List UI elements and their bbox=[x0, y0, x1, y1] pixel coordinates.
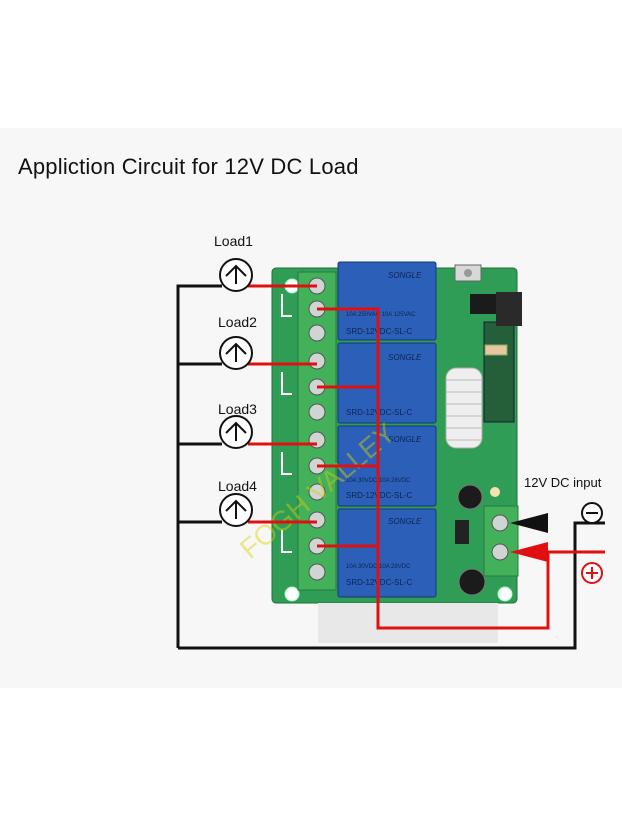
push-button-cap bbox=[464, 269, 472, 277]
mounting-hole bbox=[284, 586, 300, 602]
page-title: Appliction Circuit for 12V DC Load bbox=[18, 154, 359, 179]
relay-brand: SONGLE bbox=[388, 517, 422, 526]
load-label-3: Load3 bbox=[218, 401, 257, 417]
power-screw-positive bbox=[491, 543, 509, 561]
led bbox=[490, 487, 500, 497]
relay-brand: SONGLE bbox=[388, 435, 422, 444]
relay-brand: SONGLE bbox=[388, 271, 422, 280]
mounting-hole bbox=[497, 586, 513, 602]
relay-silkscreen bbox=[281, 294, 292, 553]
capacitor bbox=[457, 484, 483, 510]
relay-rating: 10A 250VAC 10A 125VAC bbox=[346, 312, 416, 318]
regulator bbox=[455, 520, 469, 544]
plus-symbol-icon bbox=[581, 562, 603, 584]
relay-4: SONGLE 10A 30VDC 10A 28VDC SRD-12VDC-SL-… bbox=[337, 508, 437, 598]
chip bbox=[496, 292, 522, 326]
bulb-icon bbox=[219, 493, 253, 527]
antenna-coil bbox=[445, 367, 483, 449]
arrow-positive bbox=[510, 542, 548, 562]
relay-2: SONGLE SRD-12VDC-SL-C bbox=[337, 342, 437, 424]
bulb-icon bbox=[219, 258, 253, 292]
capacitor bbox=[458, 568, 486, 596]
power-input-label: 12V DC input bbox=[524, 475, 602, 490]
power-screw-negative bbox=[491, 514, 509, 532]
resistor bbox=[484, 344, 508, 356]
arrow-negative bbox=[510, 513, 548, 533]
bulb-icon bbox=[219, 336, 253, 370]
relay-1: SONGLE 10A 250VAC 10A 125VAC SRD-12VDC-S… bbox=[337, 261, 437, 341]
minus-symbol-icon bbox=[581, 502, 603, 524]
board-shadow bbox=[318, 603, 498, 643]
relay-brand: SONGLE bbox=[388, 353, 422, 362]
relay-board: SONGLE 10A 250VAC 10A 125VAC SRD-12VDC-S… bbox=[271, 261, 522, 643]
load-label-4: Load4 bbox=[218, 478, 257, 494]
wires-red bbox=[248, 284, 605, 630]
bulb-icon bbox=[219, 415, 253, 449]
load-label-2: Load2 bbox=[218, 314, 257, 330]
load-label-1: Load1 bbox=[214, 233, 253, 249]
receiver-module bbox=[483, 321, 515, 423]
